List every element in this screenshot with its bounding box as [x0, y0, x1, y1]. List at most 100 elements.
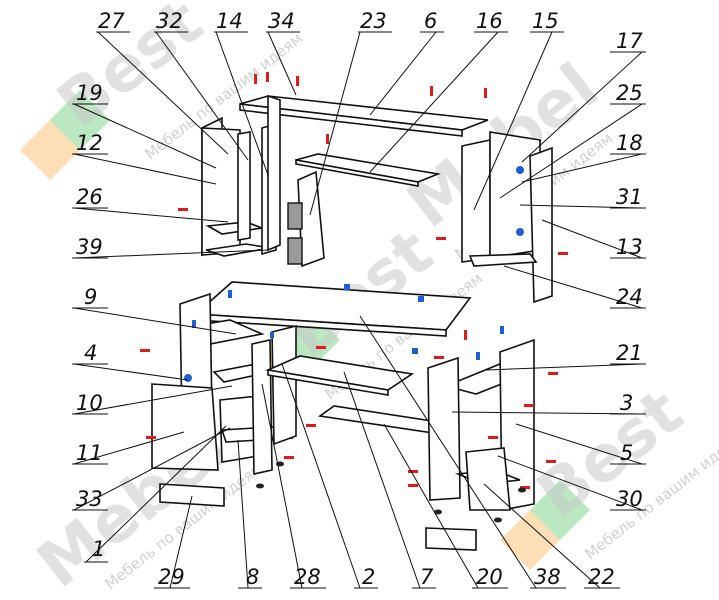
part-23-grille-lower — [287, 237, 303, 265]
fitting-blue — [516, 228, 524, 236]
part-label-24: 24 — [616, 285, 643, 309]
dowel — [488, 436, 498, 439]
part-label-1: 1 — [92, 537, 105, 561]
leader-line — [473, 31, 553, 211]
part-24-right-bottom — [468, 253, 538, 267]
leader-line — [309, 31, 361, 216]
dowel — [326, 134, 329, 144]
leader-line — [85, 425, 227, 563]
dowel — [178, 208, 188, 211]
dowel — [464, 330, 467, 340]
dowel — [316, 346, 326, 349]
fitting-blue — [476, 352, 480, 360]
leader-line — [73, 103, 217, 169]
dowel — [558, 252, 568, 255]
part-label-23: 23 — [360, 9, 387, 33]
part-label-29: 29 — [158, 565, 185, 589]
fastener — [256, 483, 264, 489]
part-label-26: 26 — [76, 185, 103, 209]
part-label-18: 18 — [616, 131, 643, 155]
part-label-28: 28 — [294, 565, 321, 589]
part-label-3: 3 — [620, 391, 633, 415]
leader-line — [73, 385, 233, 415]
leader-line — [97, 31, 229, 155]
part-label-15: 15 — [532, 9, 559, 33]
dowel — [548, 372, 558, 375]
leader-line — [503, 265, 643, 309]
part-22-right-back — [465, 447, 511, 511]
part-label-21: 21 — [616, 341, 643, 365]
dowel — [146, 436, 156, 439]
leader-line — [281, 363, 361, 589]
leader-line — [73, 153, 217, 185]
leader-line — [169, 495, 193, 589]
part-label-12: 12 — [76, 131, 103, 155]
dowel — [306, 424, 316, 427]
part-label-30: 30 — [616, 487, 643, 511]
leader-line — [369, 31, 499, 173]
part-13-right-outer — [529, 146, 553, 304]
fastener — [434, 509, 442, 515]
part-label-13: 13 — [616, 235, 643, 259]
part-label-31: 31 — [616, 185, 643, 209]
dowel — [284, 456, 294, 459]
part-label-32: 32 — [156, 9, 183, 33]
leader-line — [261, 383, 303, 589]
leader-line — [73, 249, 269, 259]
leader-line — [73, 207, 229, 223]
leader-line — [541, 219, 643, 259]
dowel — [546, 460, 556, 463]
leader-line — [73, 363, 189, 381]
leader-line — [73, 307, 237, 335]
leader-line — [497, 455, 643, 511]
fitting-blue — [516, 166, 524, 174]
part-label-11: 11 — [76, 441, 103, 465]
part-label-10: 10 — [76, 391, 103, 415]
leader-line — [155, 31, 249, 161]
fitting-blue — [412, 348, 418, 354]
dowel — [524, 404, 534, 407]
part-label-17: 17 — [616, 29, 643, 53]
fastener — [518, 487, 526, 493]
leader-lines — [73, 31, 643, 589]
leader-line — [485, 363, 643, 371]
part-16-middle-shelf-edge — [295, 159, 419, 187]
leader-line — [73, 431, 185, 465]
part-38-plinth — [425, 527, 477, 551]
leader-line — [515, 423, 643, 465]
watermark-logo-green — [530, 480, 590, 540]
part-labels: 27 32 14 34 23 6 16 15 17 25 18 31 13 24… — [72, 9, 646, 589]
part-2-divider — [271, 324, 297, 446]
leader-line — [237, 439, 249, 589]
part-label-6: 6 — [424, 9, 437, 33]
leader-line — [483, 483, 601, 589]
leader-line — [369, 31, 437, 116]
fastener-group — [256, 461, 526, 523]
part-11-left-door — [151, 383, 219, 471]
fitting-blue — [344, 284, 350, 290]
dowel — [520, 486, 530, 489]
fitting-blue — [500, 326, 504, 334]
leader-line — [343, 371, 421, 589]
dowel — [266, 72, 269, 82]
dowel — [408, 470, 418, 473]
dowel — [484, 88, 487, 98]
part-label-7: 7 — [420, 565, 434, 589]
fitting-blue — [418, 296, 424, 302]
part-label-9: 9 — [84, 285, 97, 309]
part-label-14: 14 — [216, 9, 243, 33]
part-label-22: 22 — [588, 565, 615, 589]
part-label-19: 19 — [76, 81, 103, 105]
leader-line — [499, 103, 643, 199]
dowel — [254, 74, 257, 84]
leader-line — [359, 315, 537, 589]
dowel — [430, 86, 433, 96]
part-label-33: 33 — [76, 487, 103, 511]
leader-line — [73, 427, 231, 511]
part-15-right-panel — [461, 139, 491, 263]
part-label-25: 25 — [616, 81, 643, 105]
part-3-right-side — [427, 356, 461, 501]
part-label-2: 2 — [362, 565, 375, 589]
dowel — [296, 76, 299, 86]
